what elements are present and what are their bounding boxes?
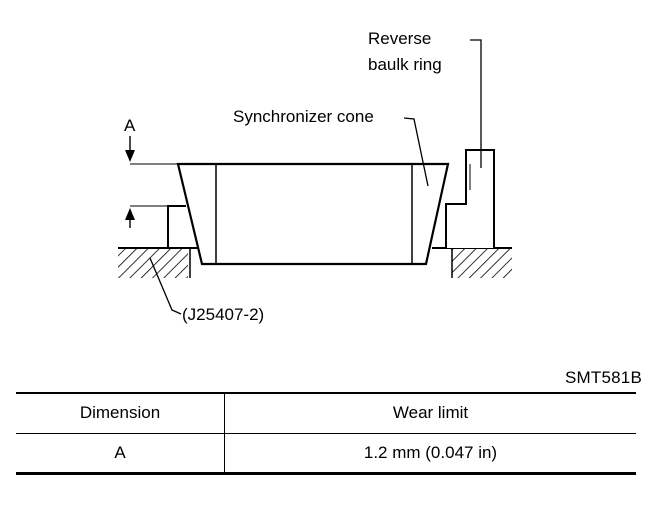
wear-limit-table: Dimension Wear limit A 1.2 mm (0.047 in)	[16, 392, 636, 475]
tool-label: (J25407-2)	[182, 305, 264, 324]
reverse-baulk-ring-label-line1: Reverse	[368, 29, 431, 48]
table-row: A 1.2 mm (0.047 in)	[16, 433, 636, 475]
synchronizer-cone-body	[176, 162, 450, 266]
dimension-a-label: A	[124, 116, 136, 135]
column-header-wear-limit: Wear limit	[224, 392, 636, 434]
dimension-a-markers	[125, 136, 178, 228]
reverse-baulk-ring	[445, 149, 495, 248]
leader-lines	[149, 39, 482, 315]
tool-step	[167, 205, 186, 248]
table-header-row: Dimension Wear limit	[16, 392, 636, 434]
right-base	[432, 247, 512, 278]
cell-dimension: A	[16, 433, 225, 475]
column-header-dimension: Dimension	[16, 392, 225, 434]
diagram: A Synchronizer cone Reverse baulk ring (…	[118, 29, 512, 324]
synchronizer-cone-label: Synchronizer cone	[233, 107, 374, 126]
figure-code: SMT581B	[565, 368, 642, 387]
cell-wear-limit: 1.2 mm (0.047 in)	[224, 433, 636, 475]
left-base	[118, 247, 200, 278]
reverse-baulk-ring-label-line2: baulk ring	[368, 55, 442, 74]
